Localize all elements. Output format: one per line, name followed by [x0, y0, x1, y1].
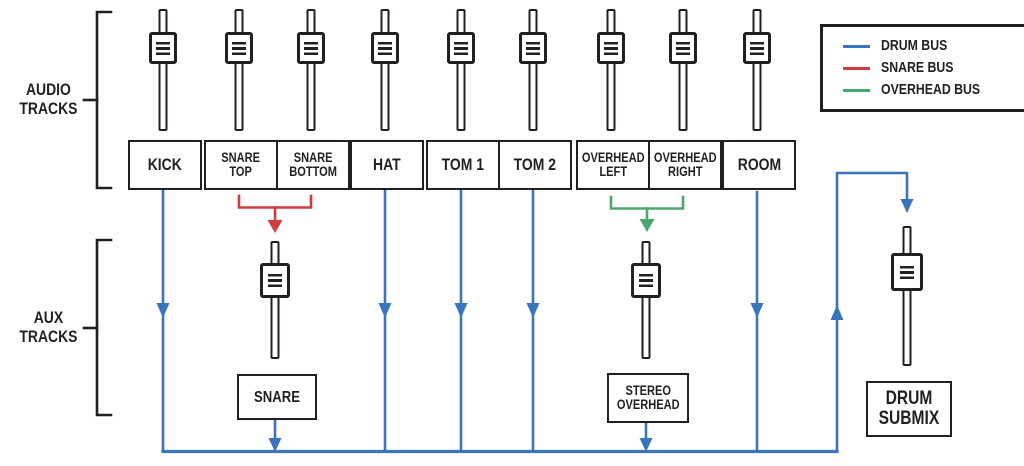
fader-cap: [597, 32, 625, 64]
grip-icon: [639, 274, 653, 287]
fader-stem: [456, 9, 466, 131]
fader-stem: [270, 241, 280, 359]
grip-icon: [378, 41, 392, 55]
kick-track-box: KICK: [128, 140, 202, 190]
snare-bus-bracket: [237, 194, 313, 209]
fader-stem: [641, 241, 651, 359]
track-label: OVERHEAD RIGHT: [653, 149, 717, 179]
room-track-box: ROOM: [722, 140, 796, 190]
overhead-left-track-box: OVERHEAD LEFT: [576, 140, 650, 190]
grip-icon: [526, 41, 540, 55]
track-label: SNARE BOTTOM: [289, 149, 337, 179]
overhead-bus-bracket: [609, 195, 685, 210]
fader-stem: [752, 9, 762, 131]
fader-cap: [669, 32, 697, 64]
grip-icon: [268, 274, 282, 287]
track-label: OVERHEAD LEFT: [581, 149, 645, 179]
audio-tracks-label-text: AUDIO TRACKS: [18, 80, 78, 118]
fader-cap: [519, 32, 547, 64]
fader-cap: [891, 253, 923, 291]
aux-tracks-label-text: AUX TRACKS: [18, 308, 78, 346]
track-label: ROOM: [737, 155, 781, 174]
overhead-bus-color-swatch: [843, 88, 870, 92]
grip-icon: [676, 41, 690, 55]
grip-icon: [900, 265, 914, 279]
track-label: TOM 1: [441, 155, 485, 174]
legend-label: OVERHEAD BUS: [881, 81, 981, 98]
legend-item-overhead-bus: OVERHEAD BUS: [843, 82, 1024, 98]
fader-cap: [371, 32, 399, 64]
legend-item-drum-bus: DRUM BUS: [843, 38, 1024, 54]
fader-cap: [225, 32, 253, 64]
tom-2-track-box: TOM 2: [498, 140, 572, 190]
legend-label: SNARE BUS: [881, 59, 954, 76]
grip-icon: [454, 41, 468, 55]
audio-tracks-section-label: AUDIO TRACKS: [2, 80, 94, 119]
track-label: SNARE TOP: [221, 149, 261, 179]
snare-aux-box: SNARE: [237, 374, 317, 420]
grip-icon: [156, 41, 170, 55]
aux-tracks-bracket: [95, 238, 113, 417]
aux-label: STEREO OVERHEAD: [616, 382, 680, 412]
fader-cap: [260, 263, 290, 298]
legend-item-snare-bus: SNARE BUS: [843, 60, 1024, 76]
fader-cap: [447, 32, 475, 64]
fader-stem: [528, 9, 538, 131]
aux-tracks-section-label: AUX TRACKS: [2, 308, 94, 347]
drum-bus-color-swatch: [843, 44, 870, 48]
track-label: HAT: [373, 155, 401, 174]
fader-stem: [380, 9, 390, 131]
aux-label: DRUM SUBMIX: [878, 387, 940, 429]
fader-stem: [902, 226, 912, 366]
track-label: TOM 2: [513, 155, 557, 174]
bus-legend: DRUM BUS SNARE BUS OVERHEAD BUS: [820, 24, 1024, 112]
fader-stem: [158, 9, 168, 131]
track-label: KICK: [147, 155, 183, 174]
fader-cap: [149, 32, 177, 64]
fader-stem: [306, 9, 316, 131]
drum-submix-aux-box: DRUM SUBMIX: [866, 381, 952, 437]
fader-stem: [234, 9, 244, 131]
grip-icon: [232, 41, 246, 55]
snare-bottom-track-box: SNARE BOTTOM: [276, 140, 350, 190]
fader-cap: [297, 32, 325, 64]
fader-stem: [678, 9, 688, 131]
aux-label: SNARE: [254, 388, 300, 406]
audio-tracks-bracket: [95, 10, 113, 190]
snare-bus-color-swatch: [843, 66, 870, 70]
grip-icon: [304, 41, 318, 55]
fader-cap: [631, 263, 661, 298]
overhead-right-track-box: OVERHEAD RIGHT: [648, 140, 722, 190]
hat-track-box: HAT: [350, 140, 424, 190]
stereo-overhead-aux-box: STEREO OVERHEAD: [607, 373, 689, 423]
snare-top-track-box: SNARE TOP: [204, 140, 278, 190]
grip-icon: [604, 41, 618, 55]
tom-1-track-box: TOM 1: [426, 140, 500, 190]
fader-stem: [606, 9, 616, 131]
fader-cap: [743, 32, 771, 64]
grip-icon: [750, 41, 764, 55]
legend-label: DRUM BUS: [881, 37, 948, 54]
